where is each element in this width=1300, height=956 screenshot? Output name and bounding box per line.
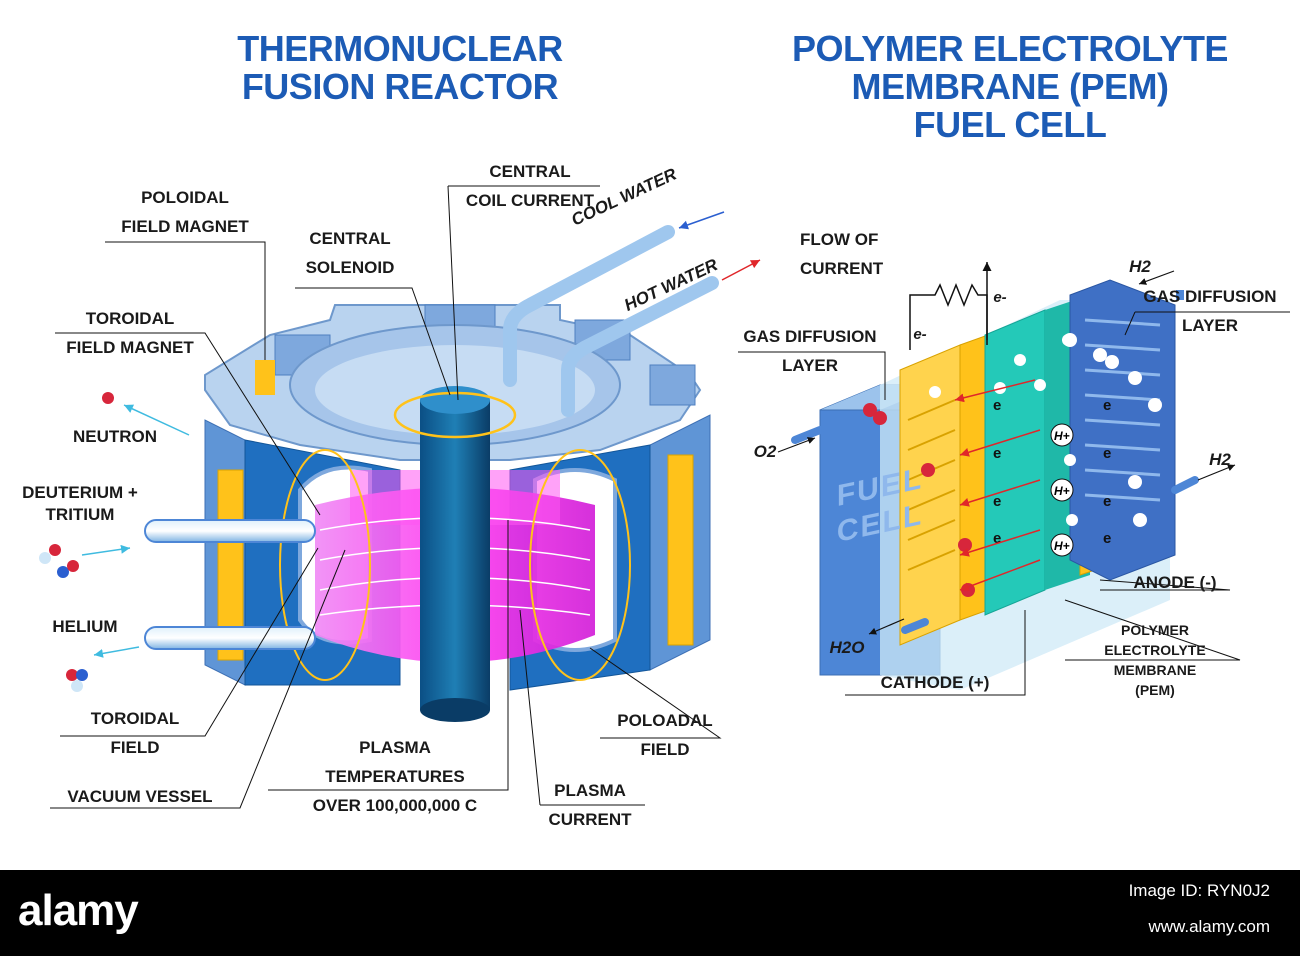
svg-text:H+: H+	[1054, 484, 1070, 498]
label-helium: HELIUM	[52, 617, 118, 636]
label-neutron: NEUTRON	[72, 427, 158, 446]
label-cathode: CATHODE (+)	[880, 673, 990, 692]
label-plasma-temperatures: PLASMA TEMPERATURES OVER 100,000,000 C	[312, 738, 478, 815]
label-toroidal-field: TOROIDAL FIELD	[90, 709, 180, 757]
label-electron-left: e-	[913, 326, 927, 343]
svg-text:e: e	[1103, 397, 1111, 414]
label-poloadal-field: POLOADAL FIELD	[617, 711, 713, 759]
label-flow-of-current: FLOW OF CURRENT	[800, 230, 884, 278]
label-plasma-current: PLASMA CURRENT	[548, 781, 632, 829]
label-h2-right: H2	[1209, 450, 1231, 469]
label-electron-right: e-	[993, 289, 1007, 306]
label-gas-diffusion-layer-anode: GAS DIFFUSION LAYER	[1143, 287, 1277, 335]
label-gas-diffusion-layer-cathode: GAS DIFFUSION LAYER	[743, 327, 877, 375]
label-poloidal-field-magnet: POLOIDAL FIELD MAGNET	[121, 188, 249, 236]
watermark-bar	[0, 870, 1300, 956]
fusion-reactor-illustration	[39, 185, 761, 809]
label-polymer-electrolyte-membrane: POLYMER ELECTROLYTE MEMBRANE (PEM)	[1104, 622, 1206, 698]
watermark-url: www.alamy.com	[1148, 917, 1270, 936]
pem-title-line-3: FUEL CELL	[913, 104, 1107, 145]
label-anode: ANODE (-)	[1133, 573, 1217, 592]
label-toroidal-field-magnet: TOROIDAL FIELD MAGNET	[66, 309, 194, 357]
svg-text:e: e	[993, 397, 1001, 414]
svg-text:H+: H+	[1054, 429, 1070, 443]
pem-title-line-1: POLYMER ELECTROLYTE	[792, 28, 1228, 69]
diagram-canvas: e e e e e e e e H+ H+ H+	[22, 30, 1290, 829]
svg-text:e: e	[1103, 493, 1111, 510]
pem-fuel-cell-illustration: e e e e e e e e H+ H+ H+	[738, 262, 1290, 696]
label-o2: O2	[753, 442, 777, 461]
label-central-coil-current: CENTRAL COIL CURRENT	[465, 162, 595, 210]
svg-text:e: e	[1103, 445, 1111, 462]
svg-text:H+: H+	[1054, 539, 1070, 553]
fusion-title-line-1: THERMONUCLEAR	[237, 28, 563, 69]
diagram-artwork: e e e e e e e e H+ H+ H+	[39, 185, 1290, 809]
svg-text:e: e	[993, 530, 1001, 547]
pem-title: POLYMER ELECTROLYTE MEMBRANE (PEM) FUEL …	[760, 30, 1260, 144]
alamy-logo: alamy	[18, 886, 139, 935]
image-id-text: Image ID: RYN0J2	[1128, 881, 1270, 900]
fusion-title: THERMONUCLEAR FUSION REACTOR	[180, 30, 620, 106]
label-vacuum-vessel: VACUUM VESSEL	[67, 787, 213, 806]
fusion-title-line-2: FUSION REACTOR	[241, 66, 559, 107]
svg-text:e: e	[993, 493, 1001, 510]
label-h2o: H2O	[829, 638, 865, 657]
label-central-solenoid: CENTRAL SOLENOID	[305, 229, 395, 277]
label-h2-top: H2	[1129, 257, 1151, 276]
pem-title-line-2: MEMBRANE (PEM)	[851, 66, 1169, 107]
svg-text:e: e	[993, 445, 1001, 462]
svg-text:e: e	[1103, 530, 1111, 547]
label-deuterium-tritium: DEUTERIUM + TRITIUM	[22, 483, 138, 524]
